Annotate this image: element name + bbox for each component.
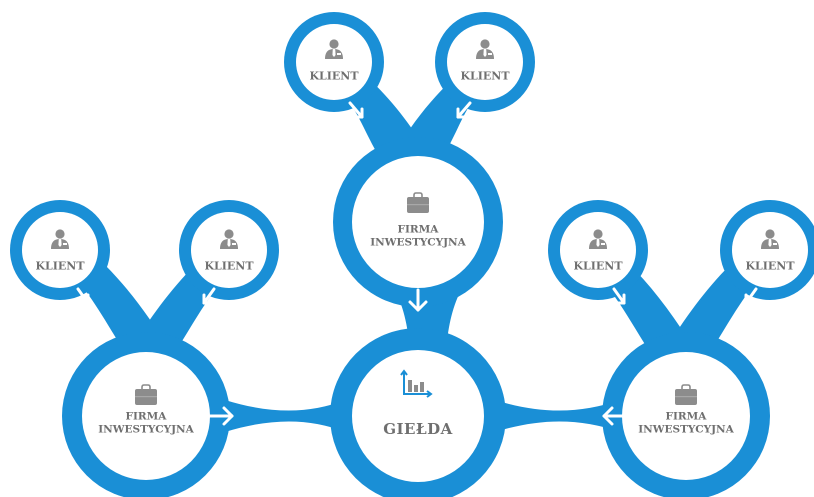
firma-right-line1: FIRMA (665, 410, 707, 423)
klient-right-b-label: KLIENT (745, 259, 795, 273)
klient-top-right-label: KLIENT (460, 69, 510, 83)
firma-left-line2: INWESTYCYJNA (98, 423, 194, 435)
firma-left-line1: FIRMA (125, 410, 167, 423)
arrow-right-a (612, 287, 626, 305)
arrow-left-to-gielda (208, 406, 234, 426)
arrow-top-left (348, 101, 364, 119)
arrow-left-b (202, 287, 216, 305)
gielda-label: GIEŁDA (383, 420, 453, 438)
klient-right-a-label: KLIENT (573, 259, 623, 273)
firma-right-line2: INWESTYCYJNA (638, 423, 734, 435)
arrow-top-right (456, 101, 472, 119)
firma-right-label: FIRMA INWESTYCYJNA (638, 410, 734, 435)
connector-left-gielda (225, 400, 345, 432)
arrow-firma-top-down (408, 288, 428, 312)
nodes (10, 12, 814, 497)
firma-left-label: FIRMA INWESTYCYJNA (98, 410, 194, 435)
firma-top-label: FIRMA INWESTYCYJNA (370, 223, 466, 248)
arrow-right-to-gielda (602, 406, 628, 426)
firma-top-line1: FIRMA (397, 223, 439, 236)
arrow-right-b (744, 287, 758, 305)
arrow-left-a (76, 287, 90, 305)
klient-top-left-label: KLIENT (309, 69, 359, 83)
connector-right-gielda (495, 400, 620, 432)
firma-top-line2: INWESTYCYJNA (370, 236, 466, 248)
klient-left-a-label: KLIENT (35, 259, 85, 273)
arrows (76, 101, 758, 426)
klient-left-b-label: KLIENT (204, 259, 254, 273)
